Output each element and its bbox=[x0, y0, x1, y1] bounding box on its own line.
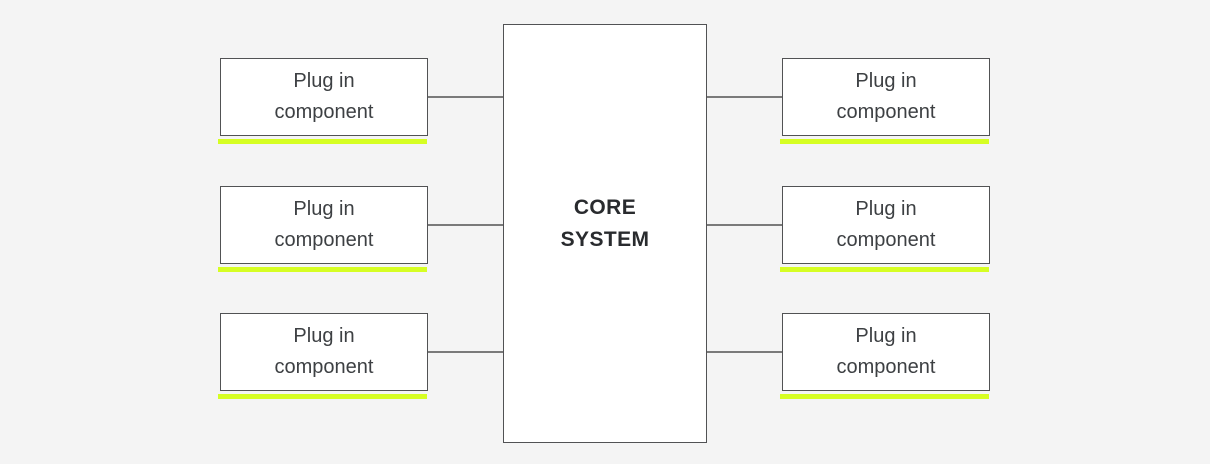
label-line: Plug in bbox=[855, 325, 917, 347]
label-line: Plug in bbox=[293, 325, 355, 347]
label-line: Plug in bbox=[293, 70, 355, 92]
plugin-node-left-bottom: Plug in component bbox=[218, 313, 428, 399]
core-system-label: CORE SYSTEM bbox=[561, 192, 650, 256]
label-line: component bbox=[274, 229, 374, 251]
plugin-node-label: Plug in component bbox=[837, 66, 936, 128]
core-system-node: CORE SYSTEM bbox=[503, 24, 707, 443]
label-line: CORE bbox=[573, 195, 637, 219]
label-line: component bbox=[274, 101, 374, 123]
plugin-node-label: Plug in component bbox=[837, 194, 936, 256]
label-line: component bbox=[274, 356, 374, 378]
plugin-node-label: Plug in component bbox=[275, 321, 374, 383]
connector-left-middle bbox=[428, 224, 503, 226]
label-line: Plug in bbox=[855, 198, 917, 220]
label-line: Plug in bbox=[855, 70, 917, 92]
label-line: SYSTEM bbox=[560, 227, 650, 251]
plugin-node-left-middle: Plug in component bbox=[218, 186, 428, 272]
plugin-node-left-top: Plug in component bbox=[218, 58, 428, 144]
plugin-node-right-middle: Plug in component bbox=[780, 186, 990, 272]
plugin-node-right-top: Plug in component bbox=[780, 58, 990, 144]
connector-right-middle bbox=[707, 224, 782, 226]
plugin-node-label: Plug in component bbox=[837, 321, 936, 383]
connector-right-bottom bbox=[707, 351, 782, 353]
plugin-node-label: Plug in component bbox=[275, 194, 374, 256]
connector-left-top bbox=[428, 96, 503, 98]
label-line: Plug in bbox=[293, 198, 355, 220]
connector-left-bottom bbox=[428, 351, 503, 353]
connector-right-top bbox=[707, 96, 782, 98]
label-line: component bbox=[836, 101, 936, 123]
label-line: component bbox=[836, 356, 936, 378]
plugin-node-label: Plug in component bbox=[275, 66, 374, 128]
plugin-node-right-bottom: Plug in component bbox=[780, 313, 990, 399]
label-line: component bbox=[836, 229, 936, 251]
